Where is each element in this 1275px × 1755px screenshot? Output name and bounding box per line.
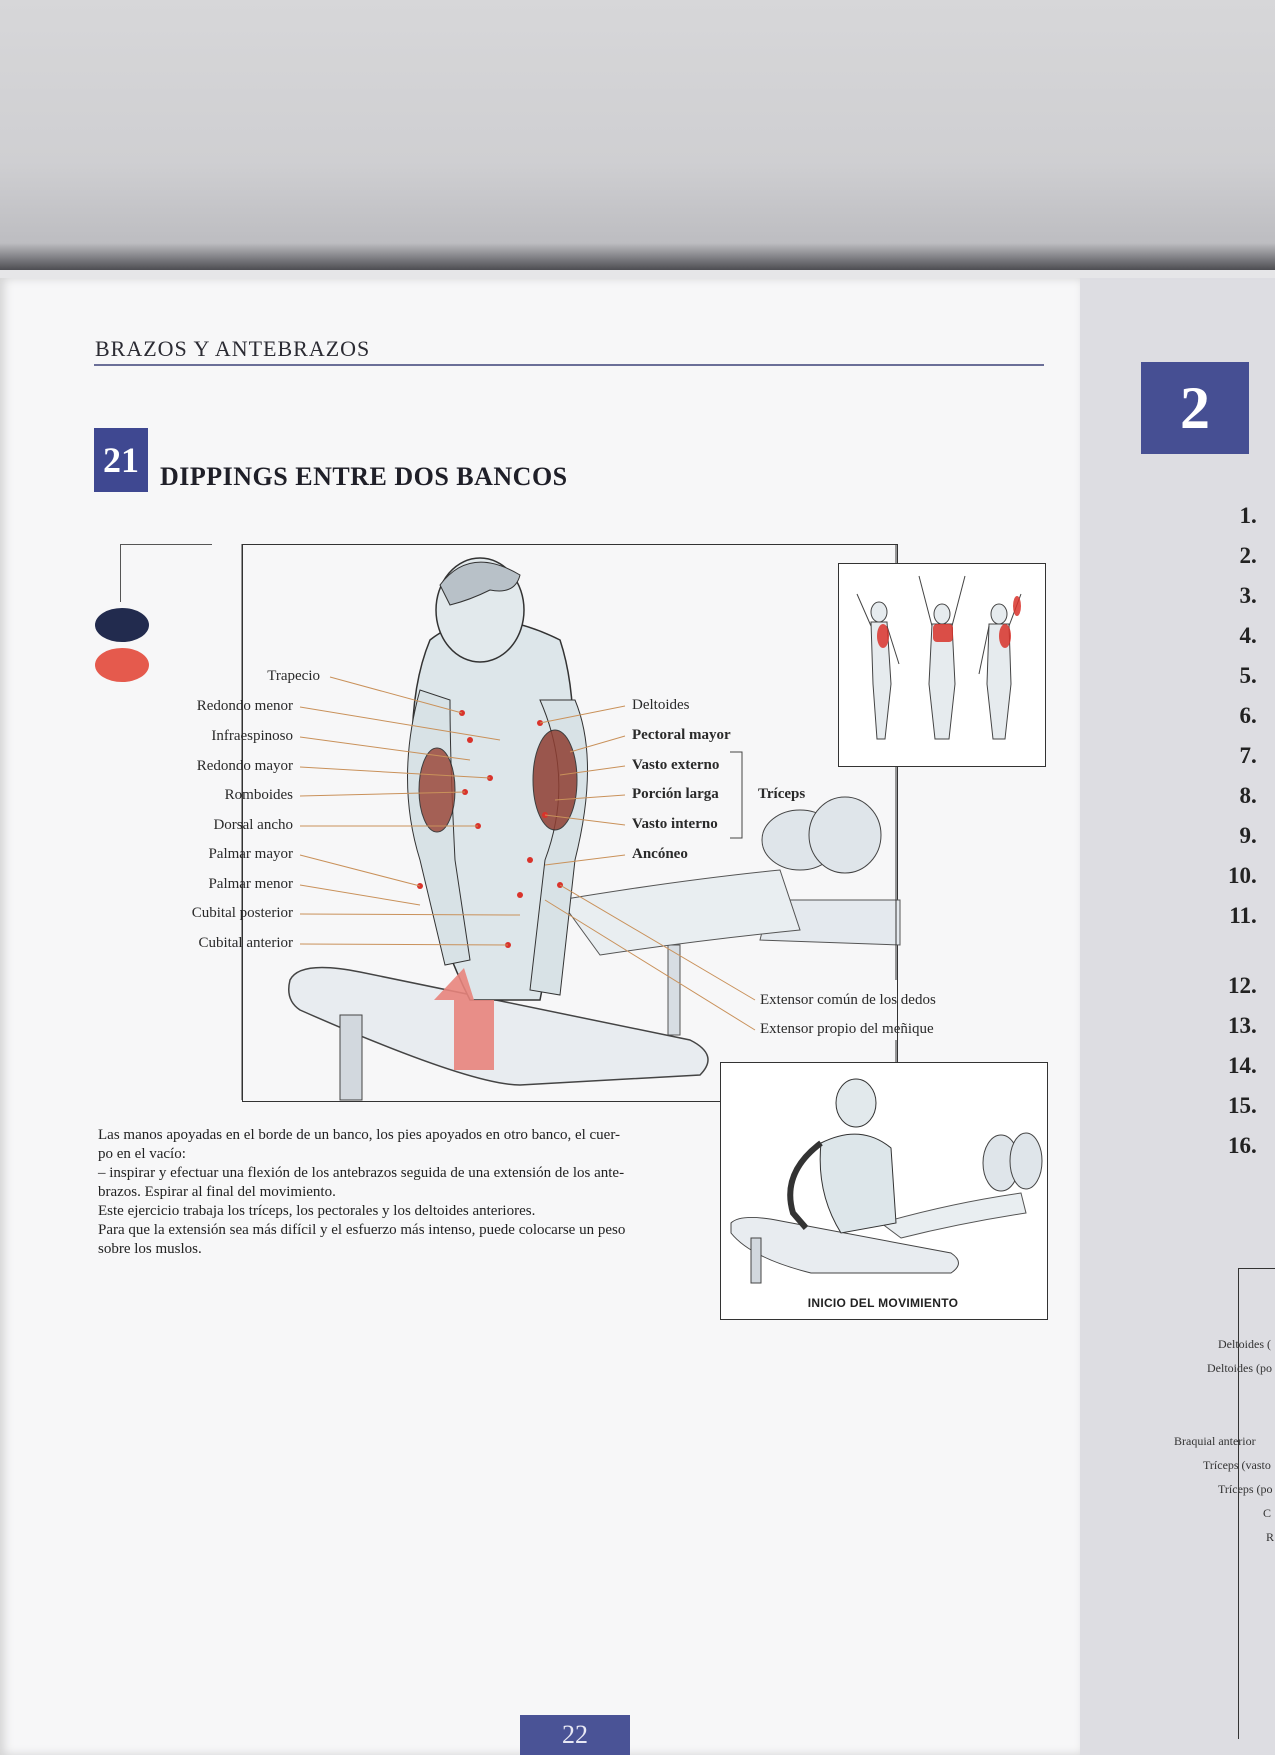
- section-title: BRAZOS Y ANTEBRAZOS: [95, 336, 371, 361]
- page-number: 22: [520, 1715, 630, 1755]
- label-anconeo: Ancóneo: [632, 846, 688, 862]
- facing-label: Deltoides (: [1218, 1337, 1271, 1351]
- list-item: 10.: [1228, 863, 1257, 888]
- description-line: brazos. Espirar al final del movimiento.: [98, 1184, 336, 1200]
- description-line: Para que la extensión sea más difícil y …: [98, 1222, 626, 1238]
- label-cubital-posterior: Cubital posterior: [191, 905, 293, 921]
- list-item: 12.: [1228, 973, 1257, 998]
- exercise-title: DIPPINGS ENTRE DOS BANCOS: [160, 462, 568, 491]
- label-triceps-group: Tríceps: [758, 786, 806, 802]
- description-line: Las manos apoyadas en el borde de un ban…: [98, 1127, 621, 1143]
- facing-label: Deltoides (po: [1207, 1361, 1272, 1375]
- list-item: 8.: [1239, 783, 1257, 808]
- facing-page-badge: 2: [1141, 362, 1249, 454]
- header-rule: [94, 364, 1044, 366]
- legend-bracket: [120, 544, 212, 545]
- stretch-figures-illustration: [856, 575, 1022, 740]
- exercise-description: Las manos apoyadas en el borde de un ban…: [98, 1126, 698, 1259]
- facing-page-list: 1. 2. 3. 4. 5. 6. 7. 8. 9. 10. 11. 12. 1…: [1228, 496, 1257, 1166]
- legend-dot-dark: [95, 608, 149, 642]
- label-extensor-comun: Extensor común de los dedos: [760, 992, 936, 1008]
- list-item: 14.: [1228, 1053, 1257, 1078]
- label-redondo-menor: Redondo menor: [196, 698, 293, 714]
- label-cubital-anterior: Cubital anterior: [198, 935, 293, 951]
- label-vasto-interno: Vasto interno: [632, 816, 718, 832]
- list-item: 1.: [1239, 503, 1257, 528]
- legend-dot-red: [95, 648, 149, 682]
- label-porcion-larga: Porción larga: [632, 786, 719, 802]
- list-item: 11.: [1229, 903, 1257, 928]
- start-position-frame: [720, 1062, 1048, 1320]
- label-redondo-mayor: Redondo mayor: [196, 758, 293, 774]
- start-position-caption: INICIO DEL MOVIMIENTO: [807, 1296, 959, 1310]
- illustration-frame: [242, 544, 898, 1102]
- stretch-figures-frame: [838, 563, 1046, 767]
- label-deltoides: Deltoides: [632, 697, 690, 713]
- label-infraespinoso: Infraespinoso: [211, 728, 293, 744]
- facing-label: Braquial anterior: [1174, 1434, 1256, 1448]
- list-item: 2.: [1239, 543, 1257, 568]
- list-item: 3.: [1239, 583, 1257, 608]
- list-item: 6.: [1239, 703, 1257, 728]
- description-line: sobre los muslos.: [98, 1241, 202, 1257]
- list-item: 9.: [1239, 823, 1257, 848]
- label-trapecio: Trapecio: [267, 668, 320, 684]
- label-dorsal-ancho: Dorsal ancho: [213, 817, 293, 833]
- facing-label: C: [1263, 1506, 1272, 1520]
- facing-page: [1080, 278, 1275, 1755]
- description-line: Este ejercicio trabaja los tríceps, los …: [98, 1203, 536, 1219]
- exercise-number: 21: [94, 428, 148, 492]
- list-item: 15.: [1228, 1093, 1257, 1118]
- facing-page-frame: [1238, 1268, 1275, 1739]
- list-item: 5.: [1239, 663, 1257, 688]
- start-position-illustration: [730, 1078, 1043, 1284]
- description-line: – inspirar y efectuar una flexión de los…: [98, 1165, 625, 1181]
- legend-bracket-stem: [120, 544, 121, 602]
- description-line: po en el vacío:: [98, 1146, 186, 1162]
- label-palmar-mayor: Palmar mayor: [208, 846, 293, 862]
- scan-background: [0, 0, 1275, 270]
- label-vasto-externo: Vasto externo: [632, 757, 720, 773]
- label-pectoral-mayor: Pectoral mayor: [632, 727, 731, 743]
- facing-label: Tríceps (vasto: [1203, 1458, 1271, 1472]
- list-item: 7.: [1239, 743, 1257, 768]
- list-item: 16.: [1228, 1133, 1257, 1158]
- list-item: 13.: [1228, 1013, 1257, 1038]
- label-extensor-propio: Extensor propio del meñique: [760, 1021, 934, 1037]
- label-romboides: Romboides: [224, 787, 293, 803]
- label-palmar-menor: Palmar menor: [208, 876, 293, 892]
- facing-label: R: [1266, 1530, 1275, 1544]
- list-item: 4.: [1239, 623, 1257, 648]
- facing-label: Tríceps (po: [1218, 1482, 1273, 1496]
